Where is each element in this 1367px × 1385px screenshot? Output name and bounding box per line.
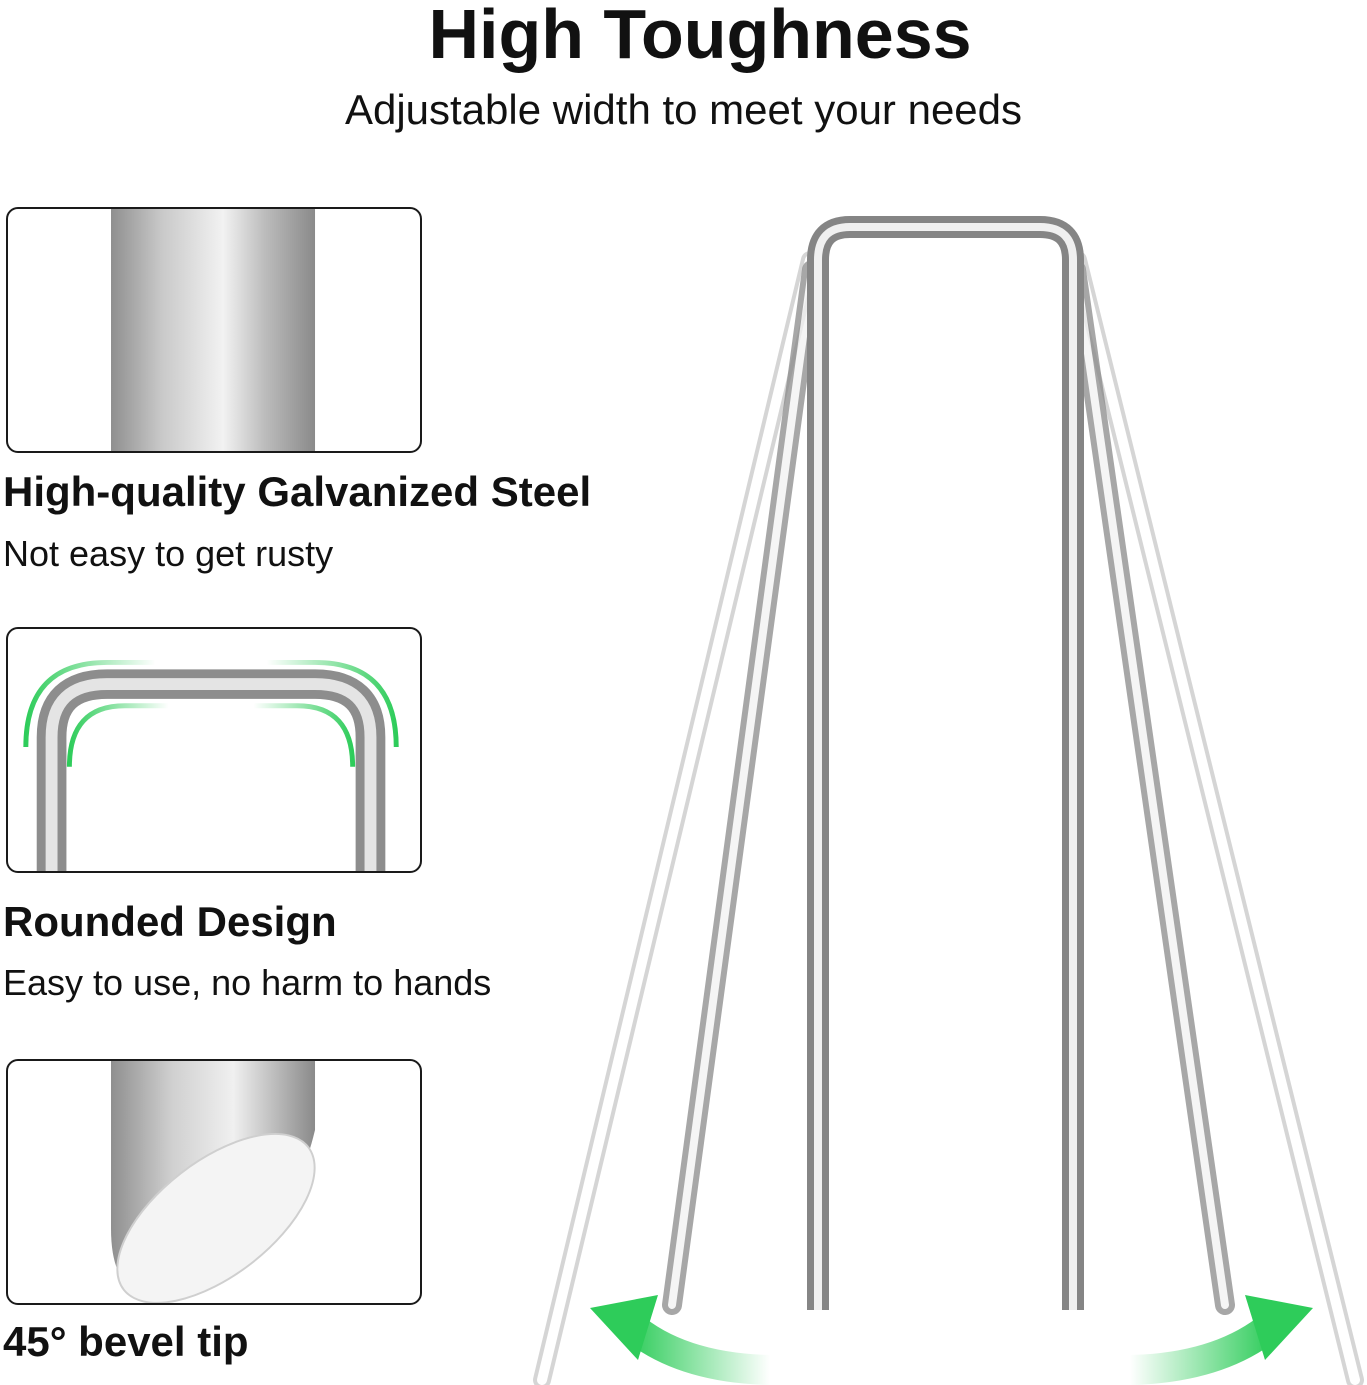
rounded-bend-icon [23, 659, 399, 871]
steel-closeup-panel [6, 207, 422, 453]
feature-desc-rounded: Easy to use, no harm to hands [3, 962, 492, 1003]
feature-title-steel: High-quality Galvanized Steel [3, 468, 592, 515]
steel-rod-closeup-icon [111, 209, 316, 451]
page-subtitle: Adjustable width to meet your needs [344, 86, 1023, 133]
staple-illustration [533, 216, 1364, 1385]
bevel-tip-panel [6, 1059, 422, 1305]
middle-leg-ghost [662, 260, 1235, 1315]
bevel-tip-icon [111, 1061, 316, 1303]
outer-leg-ghost [533, 251, 1364, 1385]
left-arrow [620, 1313, 771, 1385]
right-arrow [1129, 1313, 1282, 1385]
left-arrow-head [590, 1295, 658, 1360]
rounded-design-panel [6, 627, 422, 873]
right-arrow-head [1245, 1295, 1313, 1360]
u-staple [807, 216, 1084, 1310]
page-title: High Toughness [428, 0, 972, 73]
feature-title-rounded: Rounded Design [3, 898, 337, 945]
feature-desc-steel: Not easy to get rusty [3, 533, 334, 574]
feature-title-bevel: 45° bevel tip [3, 1318, 249, 1365]
